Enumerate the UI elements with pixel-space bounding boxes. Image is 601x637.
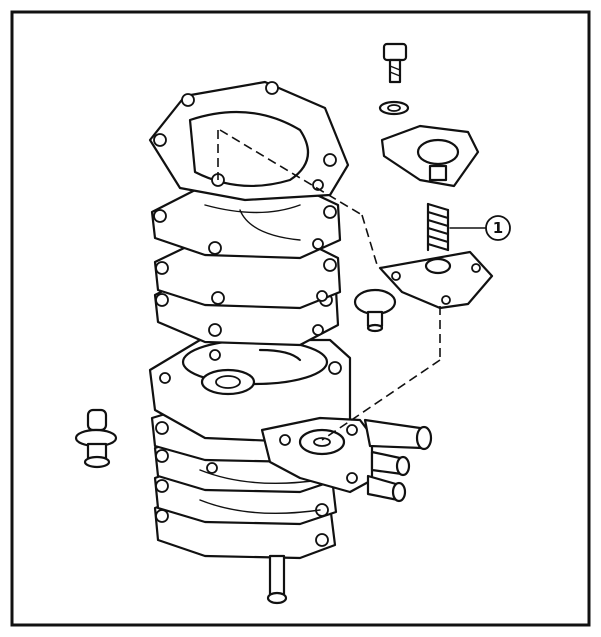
valve-cap — [380, 124, 480, 188]
pump-body — [148, 338, 352, 444]
hose-nipple-upper — [363, 418, 433, 451]
fitting-cover — [260, 416, 374, 494]
screw — [382, 42, 408, 84]
callout-circle — [485, 215, 511, 241]
hose-nipple-middle — [370, 450, 411, 477]
valve-plate — [378, 250, 494, 310]
bottom-outlet-nipple — [266, 554, 288, 605]
figure-frame — [10, 10, 591, 627]
hose-nipple-lower — [366, 474, 407, 503]
check-valve-plug — [353, 288, 397, 333]
lock-washer — [378, 100, 410, 116]
spring — [426, 202, 450, 252]
callout-label: 1 — [493, 219, 503, 237]
top-cover — [148, 80, 350, 202]
assembly-leader-lines — [217, 129, 441, 441]
left-grommet — [74, 408, 118, 469]
